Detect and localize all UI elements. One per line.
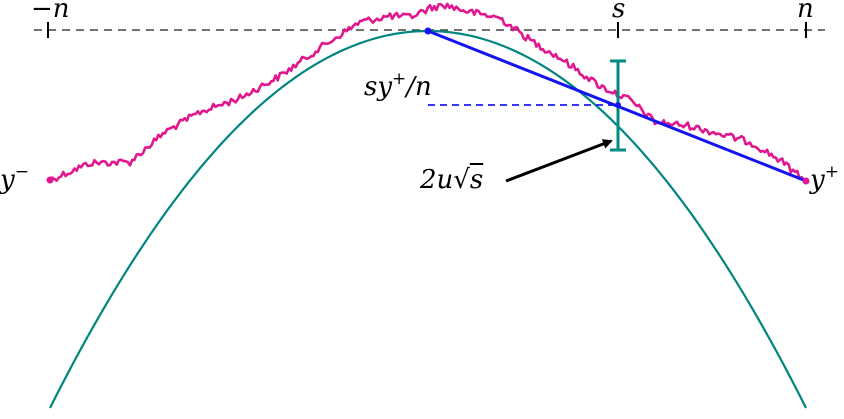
axis-label-left: −n bbox=[31, 0, 70, 24]
random-walk-path bbox=[48, 2, 807, 183]
pointer-arrow bbox=[505, 139, 613, 183]
interpolation-label: sy+/n bbox=[364, 69, 432, 102]
y-minus-label: y− bbox=[0, 162, 29, 195]
axis-label-right: n bbox=[797, 0, 814, 24]
axis-label-middle: s bbox=[612, 0, 626, 24]
left-endpoint-dot bbox=[46, 176, 54, 184]
apex-dot bbox=[424, 27, 432, 35]
intersection-dot bbox=[615, 102, 621, 108]
y-plus-label: y+ bbox=[810, 162, 839, 195]
right-endpoint-dot bbox=[802, 177, 810, 185]
error-bar-label: 2u√s bbox=[420, 165, 484, 195]
